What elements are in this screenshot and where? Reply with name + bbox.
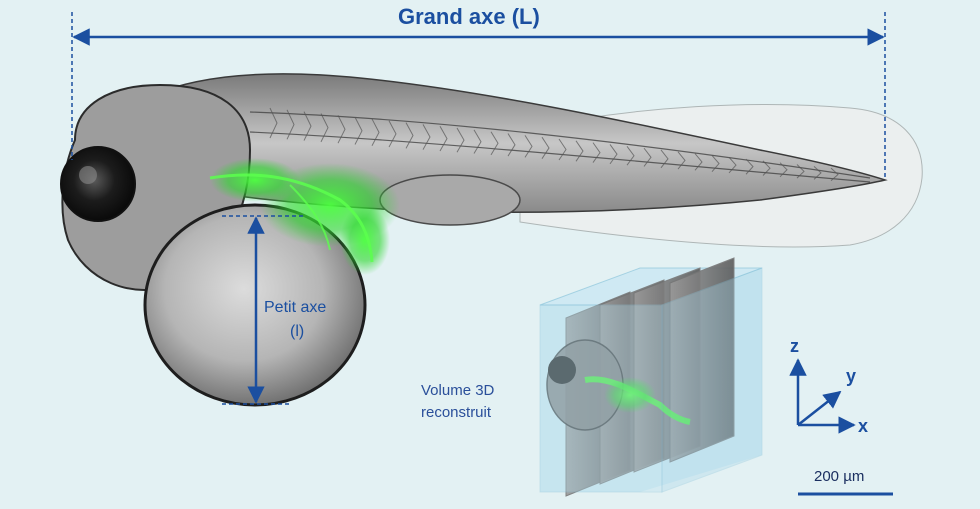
somite-chevron bbox=[779, 162, 788, 178]
somite-chevron bbox=[388, 120, 397, 148]
somite-chevron bbox=[456, 127, 465, 153]
volume-3d-reconstruction bbox=[539, 257, 763, 497]
somite-chevron bbox=[711, 155, 720, 172]
somite-chevron bbox=[575, 140, 584, 162]
somite-chevron bbox=[303, 111, 312, 141]
somite-chevron bbox=[337, 115, 346, 144]
long-axis-annotation bbox=[71, 12, 886, 178]
somite-chevron bbox=[286, 109, 295, 140]
somite-chevron bbox=[507, 133, 516, 157]
somite-chevron bbox=[796, 164, 805, 179]
somite-chevron bbox=[592, 142, 601, 163]
swim-bladder bbox=[379, 174, 521, 226]
somite-chevron bbox=[728, 156, 737, 174]
somite-chevron bbox=[677, 151, 686, 170]
somite-chevron bbox=[626, 145, 635, 166]
somite-chevron bbox=[490, 131, 499, 156]
short-axis-label-line1: Petit axe bbox=[264, 299, 327, 316]
somite-chevron bbox=[320, 113, 329, 143]
somite-chevron bbox=[524, 135, 533, 158]
somite-chevron bbox=[762, 160, 771, 176]
somite-chevron bbox=[541, 136, 550, 159]
volume-label-line2: reconstruit bbox=[421, 404, 492, 421]
somite-chevron bbox=[660, 149, 669, 169]
eye bbox=[60, 146, 136, 222]
somites bbox=[249, 111, 871, 183]
axis-x-label: x bbox=[858, 416, 869, 436]
somite-chevron bbox=[439, 125, 448, 152]
somite-chevron bbox=[830, 167, 839, 182]
somite-chevron bbox=[694, 153, 703, 171]
long-axis-label: Grand axe (L) bbox=[398, 4, 540, 29]
fluorescent-vasculature bbox=[209, 158, 400, 275]
somite-chevron bbox=[609, 144, 618, 165]
zebrafish-larva bbox=[60, 73, 923, 407]
somite-chevron bbox=[473, 129, 482, 154]
volume-label-line1: Volume 3D bbox=[421, 382, 495, 399]
short-axis-annotation bbox=[222, 215, 305, 405]
somite-chevron bbox=[643, 147, 652, 167]
somite-chevron bbox=[269, 107, 278, 139]
somite-chevron bbox=[558, 138, 567, 161]
somite-chevron bbox=[354, 116, 363, 145]
short-axis-label-line2: (l) bbox=[290, 323, 305, 340]
axis-y-label: y bbox=[846, 366, 857, 386]
somite-chevron bbox=[813, 165, 822, 180]
axis-z-label: z bbox=[790, 336, 799, 356]
somite-chevron bbox=[371, 118, 380, 146]
somite-chevron bbox=[745, 158, 754, 175]
somite-chevron bbox=[405, 122, 414, 149]
somite-chevron bbox=[422, 124, 431, 150]
scale-bar-label: 200 µm bbox=[814, 468, 865, 485]
coordinate-axes bbox=[789, 358, 856, 434]
